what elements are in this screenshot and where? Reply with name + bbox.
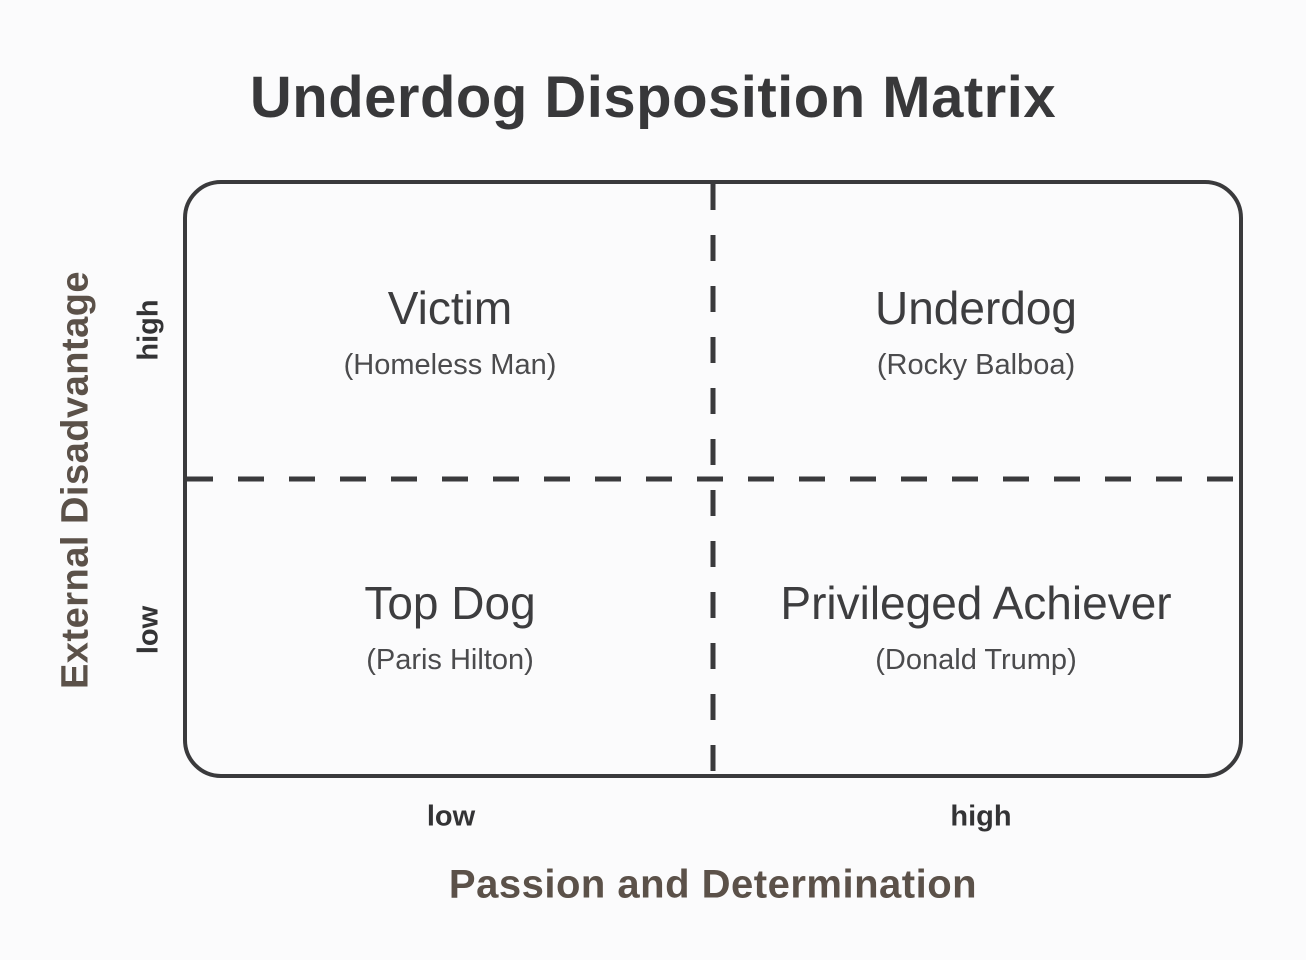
x-axis-tick-high: high <box>950 800 1012 833</box>
quadrant-name: Victim <box>387 282 513 335</box>
quadrant-privileged-achiever: Privileged Achiever (Donald Trump) <box>713 479 1239 774</box>
quadrant-grid: Victim (Homeless Man) Underdog (Rocky Ba… <box>187 184 1239 774</box>
quadrant-underdog: Underdog (Rocky Balboa) <box>713 184 1239 479</box>
quadrant-example: (Paris Hilton) <box>366 643 534 676</box>
quadrant-name: Top Dog <box>364 577 536 630</box>
quadrant-example: (Homeless Man) <box>343 348 557 381</box>
quadrant-divider-lines <box>187 184 1239 774</box>
quadrant-top-dog: Top Dog (Paris Hilton) <box>187 479 713 774</box>
quadrant-example: (Rocky Balboa) <box>876 348 1076 381</box>
x-axis-label: Passion and Determination <box>448 862 978 907</box>
quadrant-name: Privileged Achiever <box>780 577 1172 630</box>
matrix-frame: Victim (Homeless Man) Underdog (Rocky Ba… <box>183 180 1243 778</box>
page-title: Underdog Disposition Matrix <box>249 65 1057 130</box>
y-axis-label: External Disadvantage <box>54 270 97 690</box>
quadrant-name: Underdog <box>874 282 1078 335</box>
y-axis-tick-high: high <box>132 299 165 361</box>
y-axis-tick-low: low <box>132 605 165 655</box>
quadrant-example: (Donald Trump) <box>875 643 1077 676</box>
x-axis-tick-low: low <box>426 800 476 833</box>
quadrant-victim: Victim (Homeless Man) <box>187 184 713 479</box>
